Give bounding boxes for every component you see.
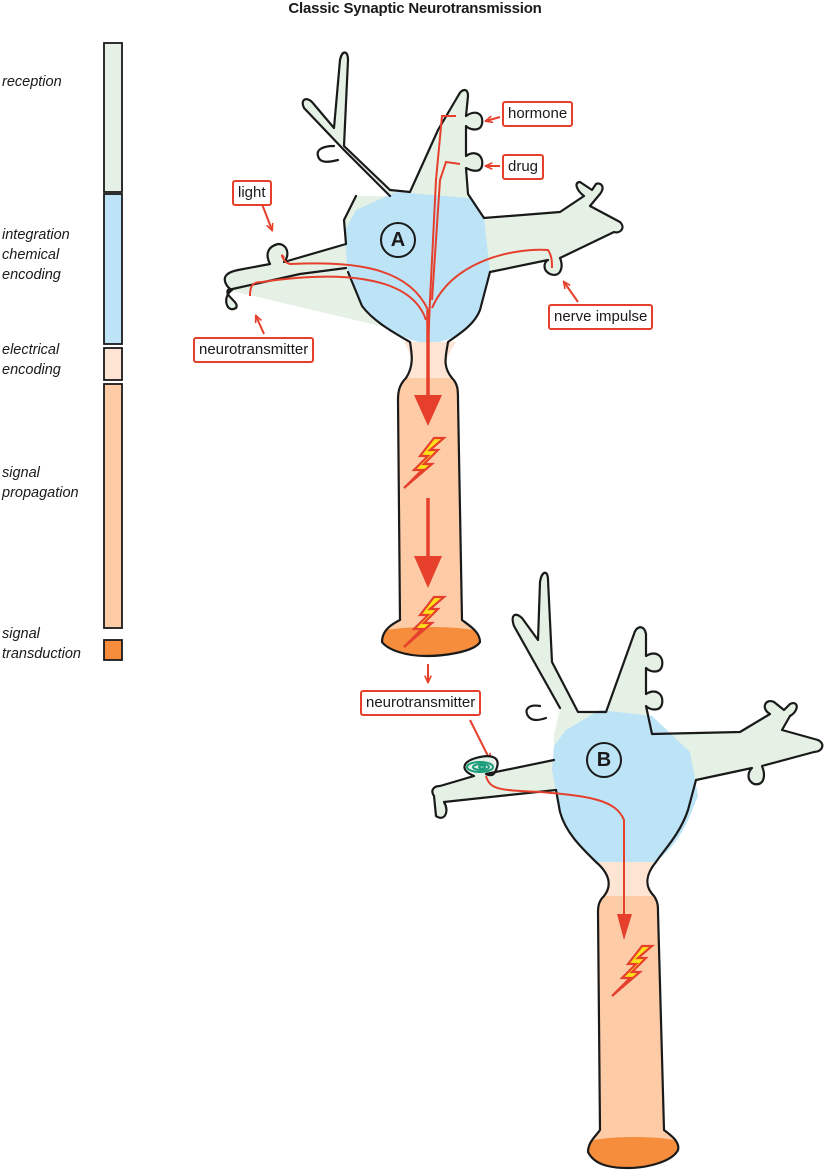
callout-neurotransmitter-between: neurotransmitter — [360, 690, 482, 716]
neuron-a — [223, 51, 624, 658]
callout-neurotransmitter-a: neurotransmitter — [193, 337, 315, 363]
stage-label-line: electrical — [2, 342, 60, 358]
stage-label-electrical: electrical encoding — [2, 340, 61, 380]
neuron-a-axon — [382, 342, 480, 656]
neuron-b-label: B — [586, 742, 622, 778]
neuron-a-terminal — [382, 627, 481, 656]
nerve-impulse-arrow — [564, 282, 579, 303]
neuron-a-soma — [344, 192, 490, 342]
stage-label-line: encoding — [2, 362, 61, 378]
stage-label-line: chemical — [2, 247, 60, 263]
stage-bar-propagation — [103, 383, 123, 629]
stage-bar-transduction — [103, 639, 123, 661]
neuron-b-soma — [552, 710, 698, 862]
stage-label-propagation: signal propagation — [2, 463, 79, 503]
hormone-arrow — [486, 117, 501, 121]
callout-arrows-a — [256, 117, 579, 760]
drug-path — [431, 160, 461, 301]
callout-hormone: hormone — [502, 101, 574, 127]
axon-arrowhead-a2 — [414, 556, 442, 588]
neuron-a-outline — [223, 51, 624, 658]
light-path — [281, 254, 429, 311]
stage-label-line: encoding — [2, 267, 61, 283]
stage-label-line: signal — [2, 465, 40, 481]
stage-label-integration: integration chemical encoding — [2, 225, 70, 285]
neurotransmitter-arrow-a — [256, 316, 265, 335]
stage-bar-integration — [103, 193, 123, 345]
neurotransmitter-path-a — [249, 275, 427, 321]
stage-label-line: transduction — [2, 646, 81, 662]
neuron-b-terminal — [588, 1137, 679, 1168]
axon-arrowhead-b — [617, 914, 632, 940]
neuron-a-hillock — [404, 342, 456, 378]
diagram-title: Classic Synaptic Neurotransmission — [288, 0, 542, 17]
stage-bar-reception — [103, 42, 123, 193]
neuron-b — [431, 571, 824, 1170]
neurotransmitter-arrow-b — [469, 719, 490, 760]
stage-bar-electrical — [103, 347, 123, 381]
stage-label-text: reception — [2, 74, 62, 90]
stage-label-line: signal — [2, 626, 40, 642]
neuron-b-signal-path — [485, 775, 625, 920]
neuron-b-outline — [431, 571, 824, 1170]
nerve-impulse-path — [431, 248, 553, 309]
receptor-icon — [466, 761, 494, 773]
neuron-a-signal-paths — [249, 115, 553, 560]
callout-light: light — [232, 180, 272, 206]
callout-nerve-impulse: nerve impulse — [548, 304, 654, 330]
neuron-b-axon — [588, 862, 679, 1168]
stage-label-reception: reception — [2, 72, 62, 92]
neuron-a-label: A — [380, 222, 416, 258]
stage-label-line: propagation — [2, 485, 79, 501]
stage-label-line: integration — [2, 227, 70, 243]
stage-bar — [103, 42, 123, 661]
callout-drug: drug — [502, 154, 545, 180]
light-arrow — [261, 203, 272, 230]
axon-arrowhead-a1 — [414, 395, 442, 426]
stage-label-transduction: signal transduction — [2, 624, 81, 664]
